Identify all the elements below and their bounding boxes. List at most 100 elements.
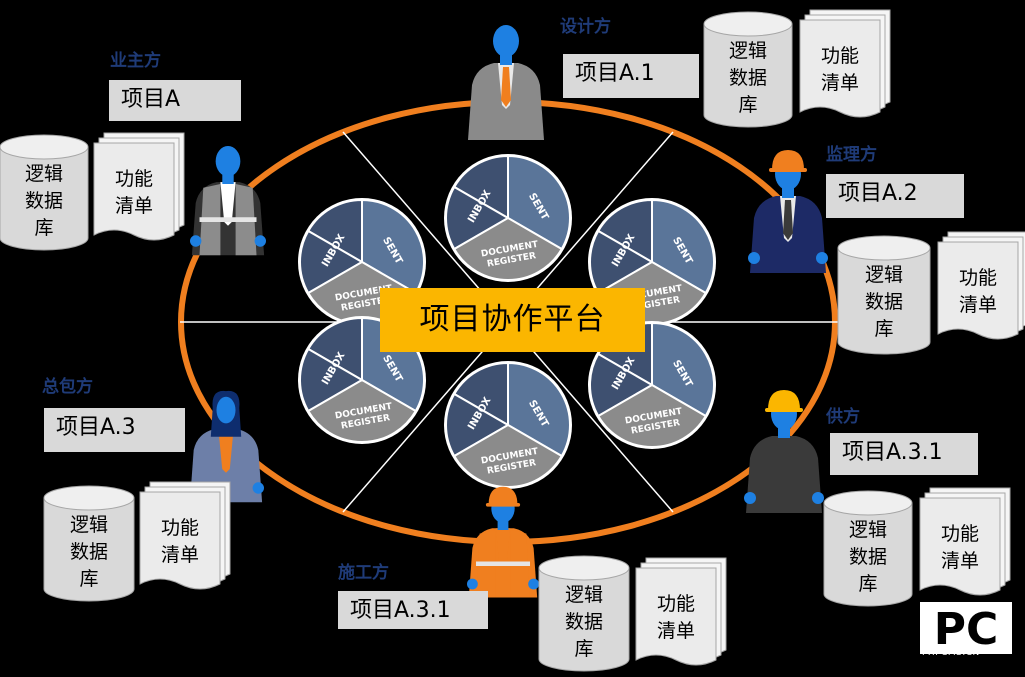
pie-slice-sent bbox=[507, 154, 571, 251]
pie-slice-inbox bbox=[596, 198, 653, 264]
pie-slice-inbox-b bbox=[299, 229, 365, 295]
database-designer-line-1: 逻辑 bbox=[729, 40, 767, 62]
role-label-supplier: 供方 bbox=[826, 407, 860, 427]
person-vest-stripe bbox=[199, 217, 257, 222]
database-cylinder-icon bbox=[837, 247, 931, 355]
hard-hat-icon bbox=[772, 150, 804, 170]
function-list-constructor-line-2: 清单 bbox=[657, 620, 695, 642]
pie-slice-inbox-b bbox=[445, 185, 511, 251]
person-shirt bbox=[495, 528, 511, 570]
phpcms-logo-icon: PC bbox=[920, 602, 1012, 655]
database-constructor-line-1: 逻辑 bbox=[565, 584, 603, 606]
person-hand-left bbox=[748, 252, 760, 264]
database-general-contractor-line-3: 库 bbox=[79, 568, 98, 590]
database-top bbox=[837, 235, 931, 261]
person-designer bbox=[468, 25, 544, 140]
database-top bbox=[703, 11, 793, 37]
database-cylinder-icon bbox=[703, 23, 793, 128]
role-label-supervisor: 监理方 bbox=[826, 145, 877, 165]
person-constructor bbox=[467, 486, 539, 598]
database-supplier-line-2: 数据 bbox=[849, 546, 887, 568]
person-tie bbox=[501, 67, 511, 107]
function-list-designer-line-2: 清单 bbox=[821, 72, 859, 94]
function-list-supplier-line-1: 功能 bbox=[941, 523, 979, 545]
database-supervisor-line-3: 库 bbox=[874, 318, 893, 340]
pie-slice-inbox bbox=[306, 198, 363, 264]
project-box-owner: 项目A bbox=[109, 80, 241, 121]
hard-hat-icon bbox=[488, 486, 518, 505]
document-stack-sheet bbox=[799, 19, 881, 118]
project-box-supplier: 项目A.3.1 bbox=[830, 433, 978, 475]
function-list-owner-line-2: 清单 bbox=[115, 195, 153, 217]
person-hand-right bbox=[528, 578, 539, 590]
project-box-designer: 项目A.1 bbox=[563, 54, 699, 98]
documents-group: 逻辑数据库功能清单逻辑数据库功能清单逻辑数据库功能清单逻辑数据库功能清单逻辑数据… bbox=[0, 9, 1025, 672]
person-hand-right bbox=[254, 235, 266, 247]
pie-slice-inbox-b bbox=[589, 352, 655, 418]
database-cylinder-icon bbox=[538, 567, 630, 672]
function-list-constructor-line-1: 功能 bbox=[657, 593, 695, 615]
hard-hat-brim bbox=[769, 168, 807, 172]
database-supplier-line-3: 库 bbox=[858, 573, 877, 595]
platform-title: 项目协作平台 bbox=[380, 288, 645, 352]
person-hand-right bbox=[812, 492, 824, 504]
pie-slice-register bbox=[306, 378, 418, 443]
person-head bbox=[215, 146, 241, 177]
document-stack-sheet bbox=[139, 491, 221, 590]
database-owner-line-1: 逻辑 bbox=[25, 163, 63, 185]
database-supervisor-line-1: 逻辑 bbox=[865, 264, 903, 286]
document-stack-sheet bbox=[635, 567, 717, 666]
pie-slice-sent bbox=[361, 198, 425, 295]
pie-slice-inbox bbox=[306, 316, 363, 382]
database-owner-line-3: 库 bbox=[34, 217, 53, 239]
hard-hat-brim bbox=[765, 408, 803, 412]
person-hand-left bbox=[467, 578, 478, 590]
person-tie bbox=[783, 200, 793, 240]
database-constructor-line-3: 库 bbox=[574, 638, 593, 660]
pie-slice-inbox bbox=[452, 154, 509, 220]
role-label-constructor: 施工方 bbox=[338, 563, 389, 583]
pie-slice-inbox-b bbox=[299, 347, 365, 413]
role-label-owner: 业主方 bbox=[110, 51, 161, 71]
function-list-owner-line-1: 功能 bbox=[115, 168, 153, 190]
database-supplier-line-1: 逻辑 bbox=[849, 519, 887, 541]
person-neck bbox=[497, 519, 509, 530]
database-designer-line-2: 数据 bbox=[729, 67, 767, 89]
watermark-logo: PC bbox=[934, 604, 999, 655]
person-shirt bbox=[220, 182, 236, 226]
person-neck bbox=[222, 172, 234, 184]
hard-hat-icon bbox=[768, 390, 800, 410]
function-list-supervisor-line-1: 功能 bbox=[959, 267, 997, 289]
pie-slice-inbox-b bbox=[445, 392, 511, 458]
person-hand-left bbox=[744, 492, 756, 504]
function-list-general-contractor-line-1: 功能 bbox=[161, 517, 199, 539]
document-stack-sheet bbox=[919, 497, 1001, 596]
function-list-supervisor-line-2: 清单 bbox=[959, 294, 997, 316]
database-top bbox=[0, 134, 89, 160]
database-cylinder-icon bbox=[0, 146, 89, 251]
person-owner bbox=[190, 146, 266, 256]
document-stack-sheet bbox=[93, 142, 175, 241]
function-list-designer-line-1: 功能 bbox=[821, 45, 859, 67]
person-supplier bbox=[744, 390, 824, 513]
database-supervisor-line-2: 数据 bbox=[865, 291, 903, 313]
database-top bbox=[823, 490, 913, 516]
person-hand-right bbox=[252, 482, 264, 494]
database-general-contractor-line-2: 数据 bbox=[70, 541, 108, 563]
database-designer-line-3: 库 bbox=[738, 94, 757, 116]
people-group bbox=[188, 25, 828, 598]
function-list-general-contractor-line-2: 清单 bbox=[161, 544, 199, 566]
person-supervisor bbox=[748, 150, 828, 273]
pie-slice-sent bbox=[651, 198, 715, 295]
person-shirt bbox=[218, 429, 234, 473]
database-constructor-line-2: 数据 bbox=[565, 611, 603, 633]
database-cylinder-icon bbox=[43, 497, 135, 602]
database-general-contractor-line-1: 逻辑 bbox=[70, 514, 108, 536]
